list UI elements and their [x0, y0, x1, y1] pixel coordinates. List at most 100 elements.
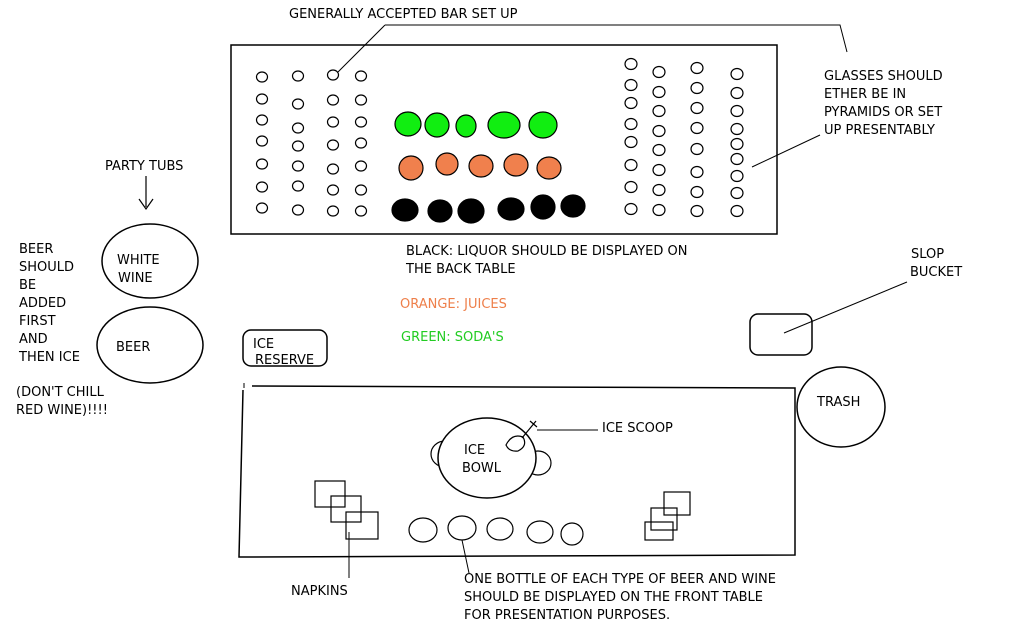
glass: [255, 114, 269, 126]
juice-bottle: [503, 153, 529, 177]
beer-tub: [96, 306, 204, 384]
party-tubs-label: PARTY TUBS: [105, 159, 183, 174]
bottle-note: ONE BOTTLE OF EACH TYPE OF BEER AND WINE…: [464, 572, 780, 623]
liquor-bottle: [560, 194, 586, 218]
glass: [690, 204, 704, 218]
right-glasses-group: [624, 57, 744, 218]
glass: [652, 143, 666, 157]
glass: [326, 116, 340, 128]
glass: [291, 98, 305, 110]
glass: [690, 185, 704, 199]
glass: [652, 85, 666, 99]
glass: [652, 104, 666, 118]
juice-bottle: [398, 155, 424, 181]
left-glasses-group: [255, 69, 368, 217]
glass: [326, 205, 340, 217]
glass: [730, 86, 744, 100]
glass: [652, 163, 666, 177]
slop-bucket: [749, 313, 813, 356]
beer-note: BEER SHOULD BE ADDED FIRST AND THEN ICE: [18, 242, 80, 365]
glass: [291, 140, 305, 152]
glass: [624, 96, 638, 110]
glass: [730, 104, 744, 118]
liquor-bottle: [530, 194, 556, 220]
beer-label: BEER: [116, 340, 150, 355]
glass: [255, 181, 269, 193]
soda-bottle: [528, 111, 558, 139]
glass: [354, 160, 368, 172]
trash-can: [796, 366, 886, 448]
glass: [255, 202, 269, 214]
soda-bottle: [487, 111, 521, 139]
glass: [255, 93, 269, 105]
glass: [291, 70, 305, 82]
glass: [326, 139, 340, 151]
glass: [326, 163, 340, 175]
trash-label: TRASH: [816, 395, 860, 410]
ice-scoop-icon: [505, 420, 538, 452]
glass: [690, 142, 704, 156]
glass: [690, 81, 704, 95]
ice-scoop-label: ICE SCOOP: [602, 421, 673, 436]
glass: [354, 137, 368, 149]
juice-bottle: [468, 154, 494, 178]
liquor-bottle: [391, 198, 419, 222]
juice-bottle: [435, 152, 459, 176]
back-table: [230, 44, 778, 235]
glass: [730, 122, 744, 136]
glass: [652, 183, 666, 197]
glass: [624, 202, 638, 216]
glass: [624, 135, 638, 149]
liquor-bottle: [457, 198, 485, 224]
white-wine-tub: [101, 223, 199, 299]
glass: [624, 158, 638, 172]
red-wine-note: (DON'T CHILL RED WINE)!!!!: [16, 385, 108, 418]
glass: [730, 137, 744, 151]
glass: [624, 117, 638, 131]
glass: [255, 135, 269, 147]
glasses-pointer: [385, 24, 848, 53]
glass: [255, 71, 269, 83]
party-tubs-arrow: [138, 176, 154, 211]
display-bottles: [408, 515, 584, 546]
glass: [652, 124, 666, 138]
glass: [730, 186, 744, 200]
glass: [730, 67, 744, 81]
bottles-group: [391, 111, 586, 224]
front-table: [238, 385, 796, 558]
soda-bottle: [394, 111, 422, 137]
legend-black: BLACK: LIQUOR SHOULD BE DISPLAYED ON THE…: [405, 244, 692, 277]
napkins-right: [644, 491, 691, 541]
soda-bottle: [424, 112, 450, 138]
glass: [291, 204, 305, 216]
glass: [730, 204, 744, 218]
ice-bowl: [437, 417, 537, 499]
slop-bucket-pointer: [783, 281, 908, 334]
glass: [326, 184, 340, 196]
title-label: GENERALLY ACCEPTED BAR SET UP: [289, 7, 518, 22]
glass: [354, 205, 368, 217]
glass: [291, 180, 305, 192]
napkins-label: NAPKINS: [291, 584, 348, 599]
glass: [624, 78, 638, 92]
legend-green: GREEN: SODA'S: [401, 330, 504, 345]
slop-bucket-label: SLOP BUCKET: [910, 247, 962, 280]
soda-bottle: [455, 114, 477, 138]
glass: [291, 160, 305, 172]
white-wine-label: WHITE WINE: [117, 253, 164, 286]
ice-reserve-box: [242, 329, 328, 367]
glass: [690, 165, 704, 179]
glasses-note-pointer: [751, 134, 821, 168]
liquor-bottle: [427, 199, 453, 223]
legend-orange: ORANGE: JUICES: [400, 297, 507, 312]
glass: [326, 69, 340, 81]
glass: [255, 158, 269, 170]
glass: [354, 70, 368, 82]
bottle-note-pointer: [461, 539, 470, 574]
glass: [730, 152, 744, 166]
ice-bowl-label: ICE BOWL: [462, 443, 502, 476]
ice-reserve-label: ICE RESERVE: [253, 337, 314, 368]
glass: [652, 203, 666, 217]
